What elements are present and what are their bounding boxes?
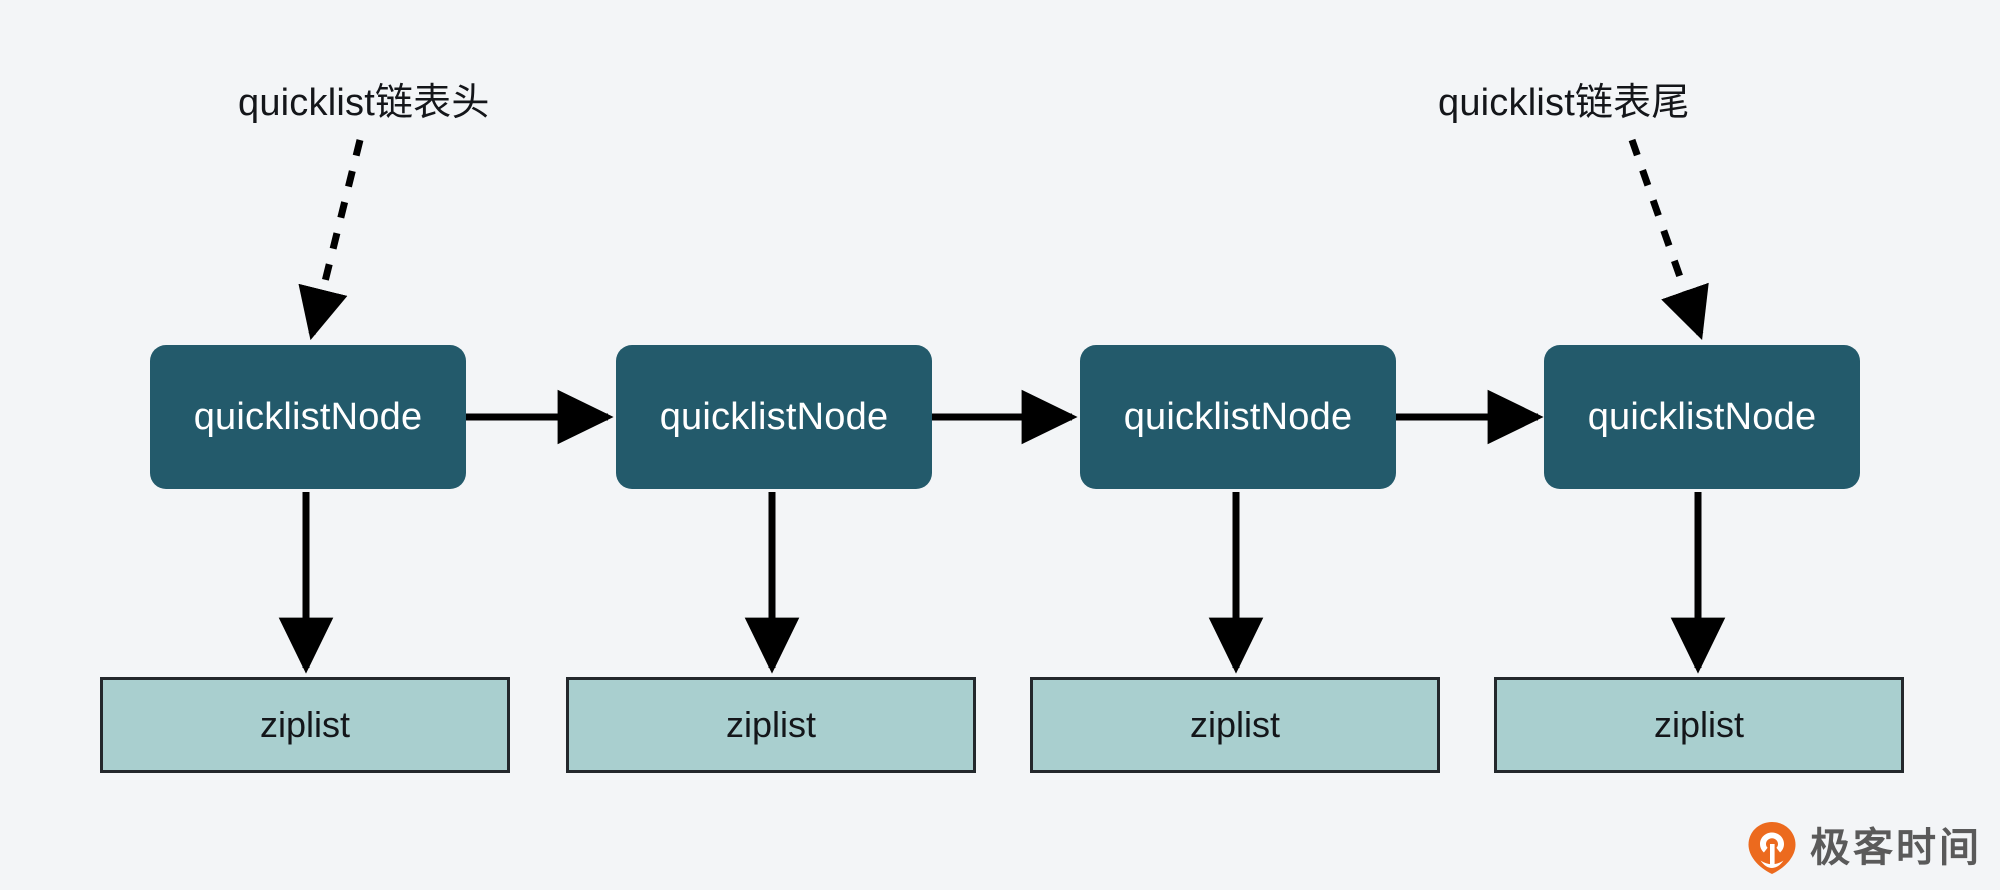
geektime-logo-icon	[1748, 822, 1796, 874]
quicklist-node-label: quicklistNode	[659, 396, 889, 438]
ziplist-box-2[interactable]: ziplist	[566, 677, 976, 773]
brand-name: 极客时间	[1810, 826, 1982, 870]
quicklist-node-label: quicklistNode	[1587, 396, 1817, 438]
ziplist-label: ziplist	[1189, 704, 1281, 745]
tail-dashed-arrow	[1628, 138, 1709, 340]
tail-pointer-label: quicklist链表尾	[1438, 82, 1690, 124]
ziplist-label: ziplist	[259, 704, 351, 745]
ziplist-box-3[interactable]: ziplist	[1030, 677, 1440, 773]
quicklist-node-2[interactable]: quicklistNode	[616, 345, 932, 489]
quicklist-node-1[interactable]: quicklistNode	[150, 345, 466, 489]
head-pointer-label: quicklist链表头	[238, 82, 490, 124]
quicklist-node-3[interactable]: quicklistNode	[1080, 345, 1396, 489]
ziplist-box-1[interactable]: ziplist	[100, 677, 510, 773]
quicklist-node-4[interactable]: quicklistNode	[1544, 345, 1860, 489]
brand-watermark: 极客时间	[1746, 820, 1982, 876]
quicklist-node-label: quicklistNode	[193, 396, 423, 438]
ziplist-label: ziplist	[725, 704, 817, 745]
ziplist-label: ziplist	[1653, 704, 1745, 745]
head-dashed-arrow	[298, 139, 364, 341]
ziplist-box-4[interactable]: ziplist	[1494, 677, 1904, 773]
quicklist-node-label: quicklistNode	[1123, 396, 1353, 438]
